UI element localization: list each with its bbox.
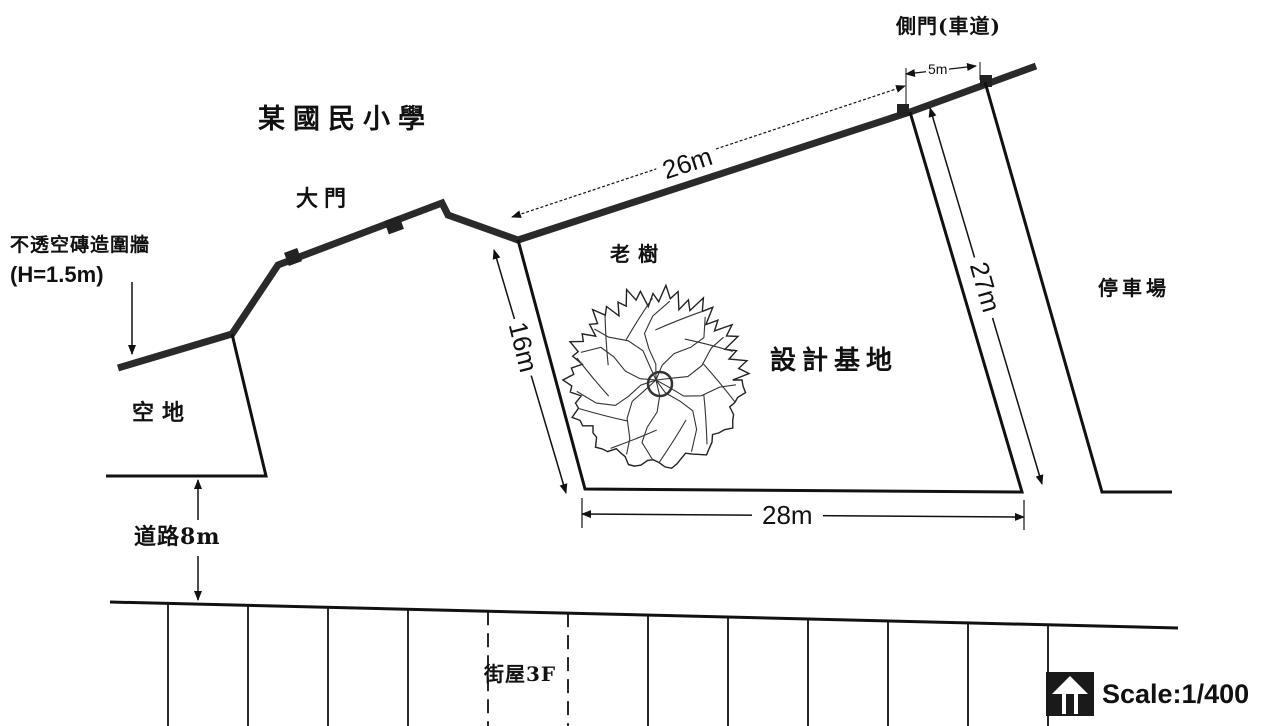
dim-28m-label: 28m [752, 502, 823, 528]
vacant-lot-boundary [106, 333, 268, 478]
dim-5m-label: 5m [926, 61, 950, 77]
scale-label: Scale:1/400 [1102, 678, 1250, 709]
tree-vein [579, 408, 628, 422]
tree-vein [702, 363, 736, 403]
tree-vein [703, 394, 708, 445]
tree-branch [626, 379, 657, 455]
design-site-boundary [516, 111, 1025, 494]
side-gate-label: 側門(車道) [896, 14, 1001, 38]
wall-height-label: (H=1.5m) [10, 262, 104, 287]
tree-vein [625, 297, 653, 341]
gate-post [284, 248, 302, 266]
road-label: 道路8m [134, 524, 221, 550]
tree-icon [561, 283, 751, 470]
gate-post [897, 104, 909, 116]
tree-vein [684, 338, 733, 352]
old-tree-label: 老樹 [610, 242, 666, 266]
tree-vein [659, 419, 687, 463]
main-gate-label: 大門 [296, 186, 353, 212]
tree-branch [576, 379, 657, 406]
north-arrow-icon [1046, 672, 1094, 716]
street-house-dividers [167, 603, 1049, 726]
road-edge-line [109, 600, 1179, 630]
tree-vein [610, 429, 657, 449]
gate-post [384, 215, 404, 235]
school-label: 某國民小學 [258, 104, 433, 135]
tree-branch [655, 379, 698, 452]
tree-branch [655, 336, 724, 381]
parking-label: 停車場 [1098, 276, 1170, 300]
tree-vein [576, 357, 610, 397]
tree-branch [655, 316, 706, 381]
tree-branch [643, 300, 671, 381]
tree-trunk [646, 370, 674, 398]
scale-indicator: Scale:1/400 [1046, 672, 1249, 716]
tree-vein [655, 311, 702, 331]
tree-vein [604, 315, 609, 366]
design-site-label: 設計基地 [770, 346, 899, 376]
wall-label: 不透空磚造圍牆 [10, 234, 151, 256]
tree-branch [594, 328, 657, 381]
street-houses-label: 街屋3F [484, 662, 557, 686]
vacant-lot-label: 空地 [132, 400, 193, 426]
tree-branch [641, 379, 661, 461]
gate-post [980, 75, 992, 87]
tree-branch [580, 346, 657, 381]
